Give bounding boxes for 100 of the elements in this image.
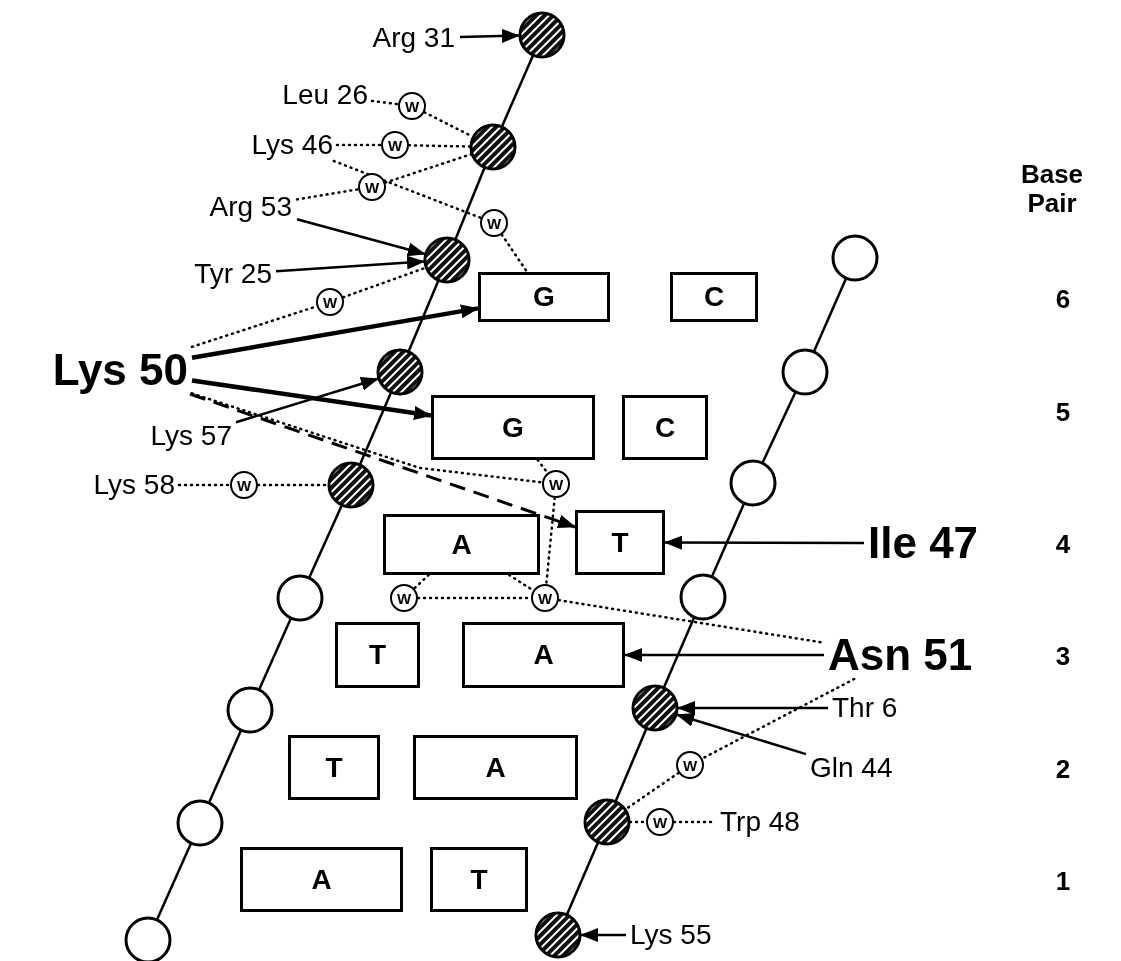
- arrow: [459, 28, 520, 43]
- residue-label: Gln 44: [810, 754, 893, 782]
- connector-line: [501, 55, 534, 127]
- residue-label: Lys 50: [52, 348, 188, 392]
- connector-line: [761, 392, 797, 463]
- dotted-line: [341, 266, 427, 299]
- residue-label: Arg 31: [372, 24, 455, 52]
- base-pair-number: 5: [1054, 398, 1072, 427]
- arrow: [235, 377, 379, 424]
- connector-line: [566, 842, 599, 915]
- dotted-line: [412, 573, 430, 590]
- hatched-circle: [518, 11, 566, 59]
- thick-arrow: [191, 304, 479, 360]
- dotted-line: [384, 152, 473, 184]
- residue-label: Lys 46: [251, 131, 333, 159]
- water-marker: W: [675, 750, 705, 780]
- hatched-circle: [423, 236, 471, 284]
- water-marker: W: [541, 469, 571, 499]
- base-box: C: [622, 395, 708, 460]
- dotted-line: [335, 143, 383, 147]
- water-marker: W: [389, 583, 419, 613]
- residue-label: Lys 58: [93, 471, 175, 499]
- hatched-circle: [469, 123, 517, 171]
- dotted-line: [624, 771, 680, 811]
- dotted-line: [407, 144, 472, 148]
- base-box: T: [288, 735, 380, 800]
- connector-line: [258, 618, 292, 690]
- dotted-line: [536, 458, 549, 475]
- residue-label: Leu 26: [282, 81, 368, 109]
- open-circle: [226, 686, 274, 734]
- water-marker: W: [229, 470, 259, 500]
- water-marker: W: [530, 583, 560, 613]
- connector-line: [359, 392, 392, 465]
- residue-label: Thr 6: [832, 694, 898, 722]
- water-marker: W: [315, 287, 345, 317]
- base-box: T: [575, 510, 665, 575]
- water-marker: W: [645, 807, 675, 837]
- connector-line: [308, 505, 343, 578]
- base-box: T: [335, 622, 420, 688]
- open-circle: [781, 348, 829, 396]
- open-circle: [729, 459, 777, 507]
- arrow: [624, 648, 824, 662]
- base-box: G: [478, 272, 610, 322]
- arrow: [580, 928, 626, 942]
- dotted-line: [295, 188, 360, 201]
- dotted-line: [177, 483, 232, 487]
- base-box: A: [462, 622, 625, 688]
- water-marker: W: [357, 172, 387, 202]
- residue-label: Lys 55: [630, 921, 712, 949]
- hatched-circle: [534, 911, 582, 959]
- water-marker: W: [380, 130, 410, 160]
- base-pair-number: 3: [1054, 642, 1072, 671]
- base-pair-number: 4: [1054, 530, 1072, 559]
- arrow: [676, 712, 807, 756]
- column-heading: Base Pair: [1019, 160, 1085, 218]
- connector-line: [407, 280, 440, 352]
- base-box: G: [431, 395, 595, 460]
- residue-label: Trp 48: [720, 808, 800, 836]
- arrow: [664, 535, 864, 550]
- connector-line: [711, 503, 745, 577]
- connector-line: [614, 728, 648, 802]
- base-pair-number: 1: [1054, 867, 1072, 896]
- dotted-line: [370, 99, 400, 106]
- open-circle: [831, 234, 879, 282]
- base-box: T: [430, 847, 528, 912]
- arrow: [275, 255, 425, 273]
- residue-label: Tyr 25: [194, 260, 272, 288]
- connector-line: [208, 730, 242, 803]
- connector-line: [813, 278, 847, 352]
- base-pair-number: 6: [1054, 285, 1072, 314]
- base-box: A: [383, 514, 540, 575]
- hatched-circle: [376, 348, 424, 396]
- dotted-line: [332, 159, 483, 220]
- water-marker: W: [397, 91, 427, 121]
- base-box: A: [413, 735, 578, 800]
- open-circle: [276, 574, 324, 622]
- open-circle: [176, 799, 224, 847]
- residue-label: Arg 53: [209, 193, 292, 221]
- residue-label: Asn 51: [828, 633, 973, 677]
- connector-line: [454, 167, 486, 240]
- arrow: [677, 701, 828, 715]
- dotted-line: [701, 677, 856, 760]
- hatched-circle: [631, 684, 679, 732]
- open-circle: [679, 573, 727, 621]
- water-marker: W: [479, 208, 509, 238]
- hatched-circle: [583, 798, 631, 846]
- arrow: [296, 218, 426, 257]
- hatched-circle: [327, 461, 375, 509]
- residue-label: Ile 47: [868, 521, 979, 565]
- dashed-arrow: [189, 392, 576, 529]
- dotted-line: [500, 233, 529, 274]
- connector-line: [156, 843, 192, 920]
- residue-label: Lys 57: [150, 422, 232, 450]
- base-box: A: [240, 847, 403, 912]
- connector-line: [662, 617, 696, 688]
- thick-arrow: [191, 378, 432, 420]
- base-box: C: [670, 272, 758, 322]
- dotted-line: [545, 496, 556, 586]
- base-pair-number: 2: [1054, 755, 1072, 784]
- dotted-line: [190, 392, 544, 484]
